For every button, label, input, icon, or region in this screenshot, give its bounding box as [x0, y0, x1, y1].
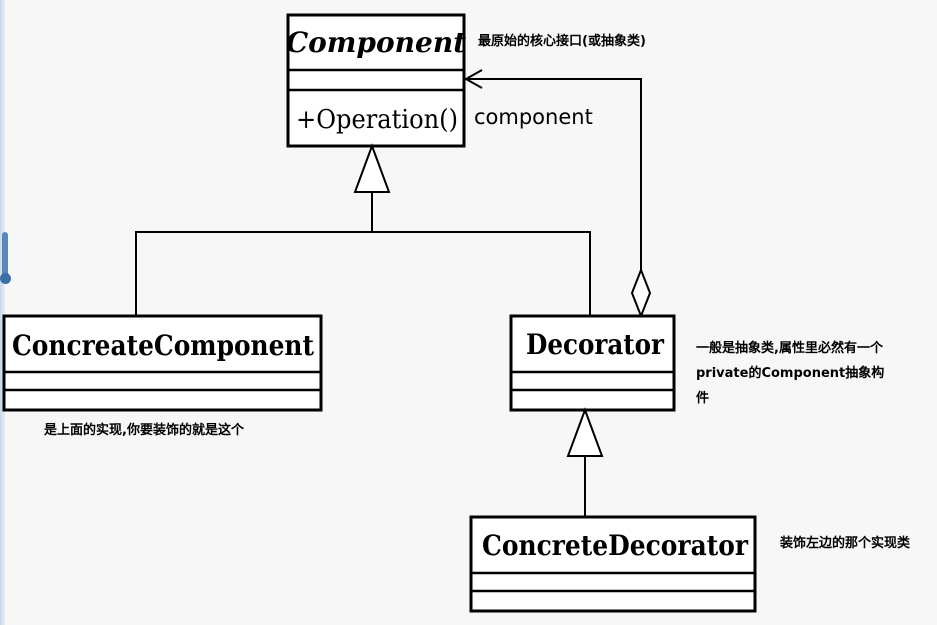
class-component-operation: +Operation(): [296, 105, 458, 135]
generalization-decorator-arrowhead: [566, 407, 604, 457]
generalization-arrowhead: [353, 143, 391, 193]
association-role-label: component: [474, 105, 593, 129]
window-left-edge: [0, 0, 5, 625]
class-component-name: Component: [286, 26, 466, 59]
generalization-branch-line: [135, 231, 591, 316]
class-concrete-decorator-box: [469, 515, 757, 613]
class-concreate-component-box: [2, 314, 323, 412]
note-decorator: 一般是抽象类,属性里必然有一个 private的Component抽象构 件: [696, 341, 885, 406]
aggregation-diamond: [630, 267, 652, 319]
class-decorator-box: [509, 314, 676, 412]
side-slider-knob[interactable]: [0, 273, 11, 284]
class-concreate-component-name: ConcreateComponent: [12, 329, 314, 362]
side-slider-track[interactable]: [2, 232, 8, 280]
class-decorator: Decorator: [509, 314, 676, 412]
aggregation-arrowhead: [463, 69, 483, 89]
aggregation-line: [466, 78, 642, 276]
class-component: Component +Operation(): [286, 13, 466, 148]
class-decorator-name: Decorator: [526, 328, 665, 361]
class-concrete-decorator: ConcreteDecorator: [469, 515, 757, 613]
note-concrete-decorator: 装饰左边的那个实现类: [780, 536, 911, 551]
class-concreate-component: ConcreateComponent: [2, 314, 323, 412]
class-concrete-decorator-name: ConcreteDecorator: [482, 529, 749, 562]
class-component-box: [286, 13, 466, 148]
note-component: 最原始的核心接口(或抽象类): [478, 34, 646, 49]
note-concreate-component: 是上面的实现,你要装饰的就是这个: [44, 423, 244, 438]
